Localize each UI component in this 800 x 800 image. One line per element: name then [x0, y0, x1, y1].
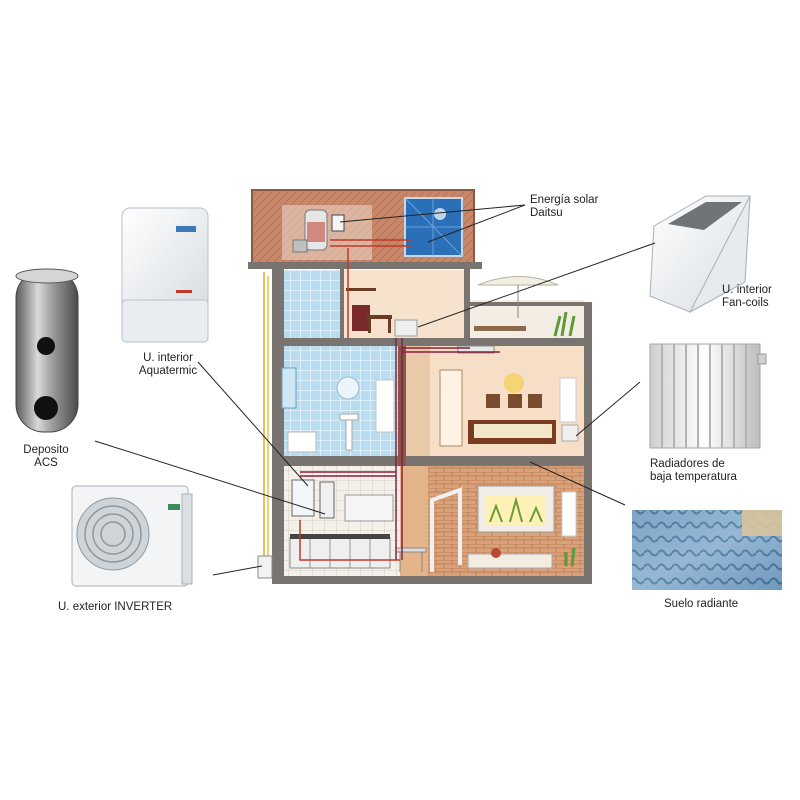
outdoor-unit-small — [257, 555, 273, 579]
kitchen-aquatermic-unit — [291, 479, 315, 517]
label-aquatermic: U. interior Aquatermic — [138, 352, 198, 377]
label-radiators: Radiadores de baja temperatura — [650, 458, 737, 483]
label-fancoils: U. interior Fan-coils — [722, 284, 772, 309]
acs-tank — [15, 268, 79, 433]
bathroom-top — [284, 270, 340, 338]
leader-lines — [94, 204, 656, 576]
label-outdoor-inverter: U. exterior INVERTER — [58, 601, 173, 613]
label-underfloor-heating: Suelo radiante — [664, 598, 739, 610]
solar-tank — [282, 205, 372, 260]
label-acs-tank: Deposito ACS — [23, 444, 69, 469]
ceiling-fancoil — [457, 345, 495, 354]
fancoil-unit — [649, 195, 751, 314]
radiator — [649, 343, 767, 449]
label-solar-energy: Energía solar Daitsu — [530, 194, 599, 219]
solar-panel — [404, 197, 463, 257]
aquatermic-unit — [121, 207, 209, 343]
underfloor-heating — [632, 510, 782, 590]
house — [248, 189, 592, 584]
outdoor-inverter-unit — [71, 485, 193, 587]
